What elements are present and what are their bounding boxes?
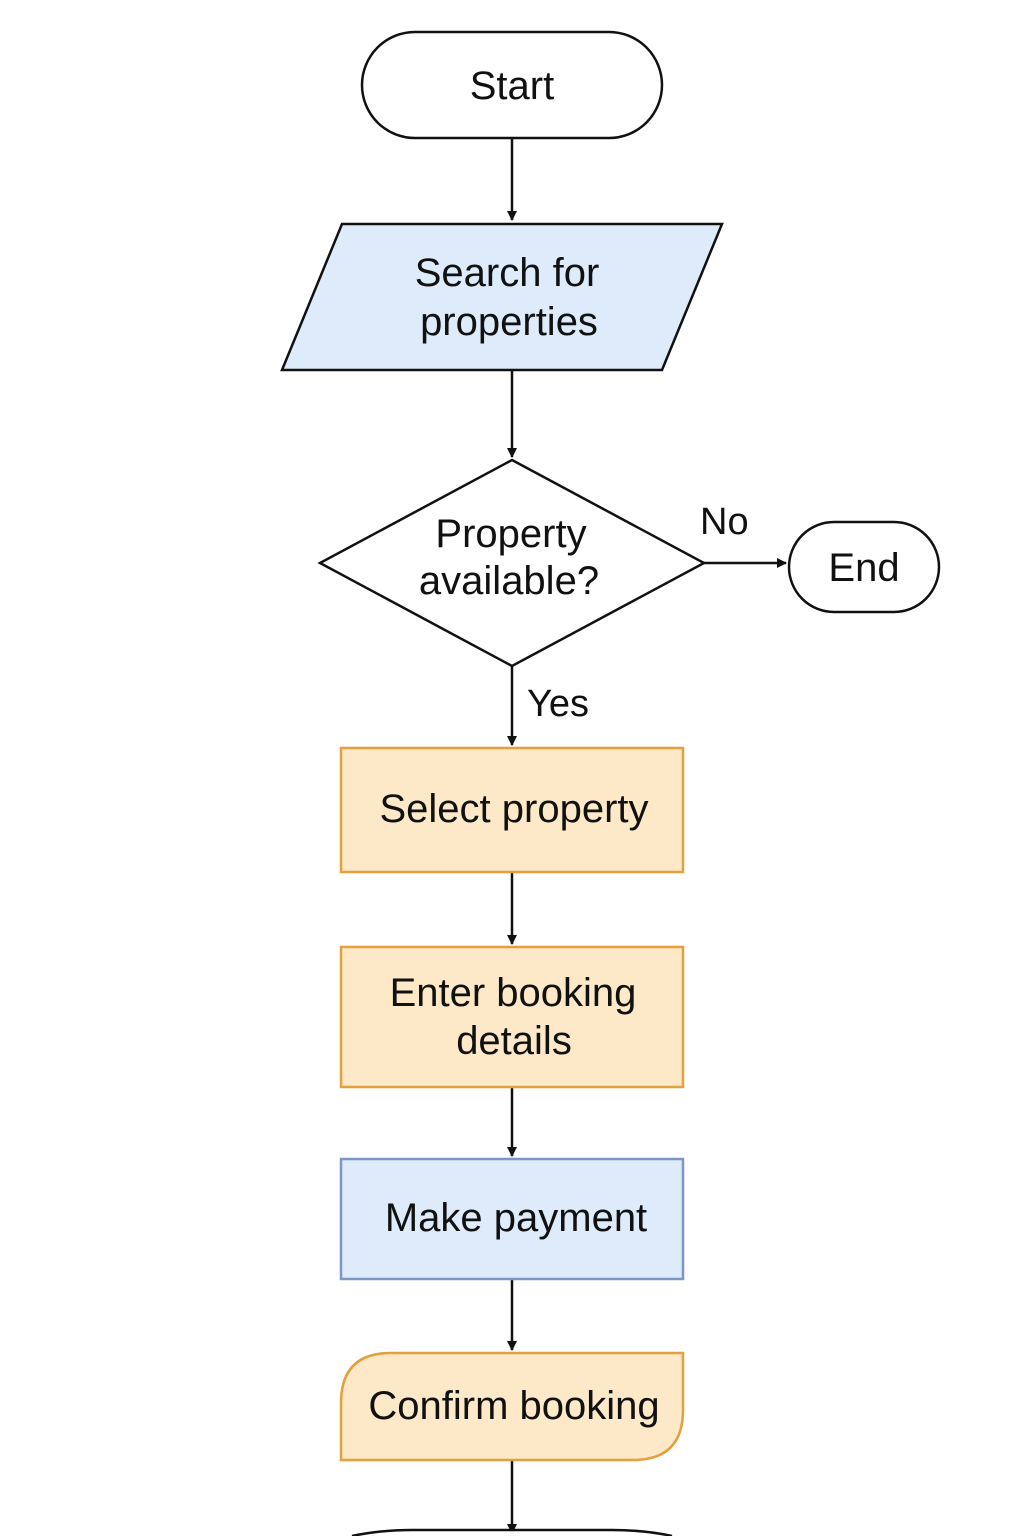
search-node: Search for properties: [280, 222, 724, 372]
decision-node-shape: [317, 458, 707, 668]
select-property-node-label: Select property: [379, 787, 648, 831]
enter-details-node: Enter booking details: [339, 945, 685, 1089]
start-node-label: Start: [470, 64, 554, 108]
search-node-shape: [280, 222, 724, 372]
start-node-shape: [360, 30, 664, 140]
decision-node-label-line2: available?: [419, 559, 599, 603]
end-node-label: End: [828, 546, 899, 590]
select-property-node: Select property: [339, 746, 685, 874]
confirm-booking-node-shape: [339, 1351, 685, 1462]
payment-node-shape: [339, 1157, 685, 1281]
select-property-node-shape: [339, 746, 685, 874]
enter-details-node-label-line2: details: [456, 1019, 572, 1063]
search-node-label-line2: properties: [420, 300, 598, 344]
enter-details-node-shape: [339, 945, 685, 1089]
enter-details-node-label-line1: Enter booking: [390, 971, 637, 1015]
decision-node: Property available?: [317, 458, 707, 668]
decision-node-label-line1: Property: [435, 512, 586, 556]
payment-node-label: Make payment: [385, 1196, 647, 1240]
edge-label-no: No: [700, 501, 749, 543]
payment-node: Make payment: [339, 1157, 685, 1281]
start-node: Start: [360, 30, 664, 140]
confirm-booking-node-label: Confirm booking: [368, 1384, 659, 1428]
end-node-shape: [787, 520, 941, 614]
search-node-label-line1: Search for: [415, 251, 600, 295]
edge-label-yes: Yes: [527, 683, 589, 725]
confirm-booking-node: Confirm booking: [339, 1351, 685, 1462]
end-node: End: [787, 520, 941, 614]
next-terminal-shape-partial: [351, 1528, 673, 1536]
